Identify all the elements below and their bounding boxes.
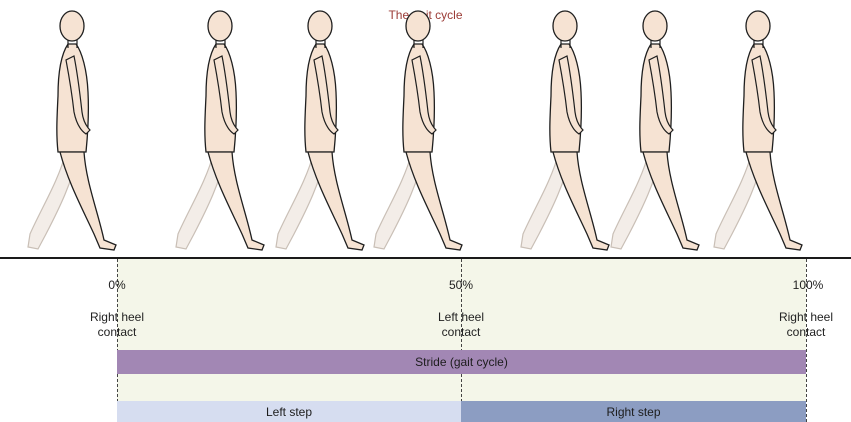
walker-figure-5 xyxy=(521,11,609,250)
walking-figures xyxy=(0,0,851,260)
walker-figure-4 xyxy=(374,11,462,250)
walker-figure-6 xyxy=(611,11,699,250)
percent-label-50: 50% xyxy=(449,278,473,292)
event-label-line1: Left heel xyxy=(438,310,484,325)
right-step-bar: Right step xyxy=(461,401,806,422)
event-label-left-heel-contact: Left heel contact xyxy=(438,310,484,340)
stride-bar: Stride (gait cycle) xyxy=(117,350,806,374)
event-label-line1: Right heel xyxy=(90,310,144,325)
event-label-line2: contact xyxy=(90,325,144,340)
left-step-bar: Left step xyxy=(117,401,461,422)
walker-figure-2 xyxy=(176,11,264,250)
walker-figure-3 xyxy=(276,11,364,250)
event-label-line1: Right heel xyxy=(779,310,833,325)
walker-figure-1 xyxy=(28,11,116,250)
percent-label-0: 0% xyxy=(108,278,125,292)
walker-figure-7 xyxy=(714,11,802,250)
event-label-right-heel-contact-end: Right heel contact xyxy=(779,310,833,340)
event-label-right-heel-contact-start: Right heel contact xyxy=(90,310,144,340)
percent-label-100: 100% xyxy=(793,278,824,292)
event-label-line2: contact xyxy=(779,325,833,340)
event-label-line2: contact xyxy=(438,325,484,340)
